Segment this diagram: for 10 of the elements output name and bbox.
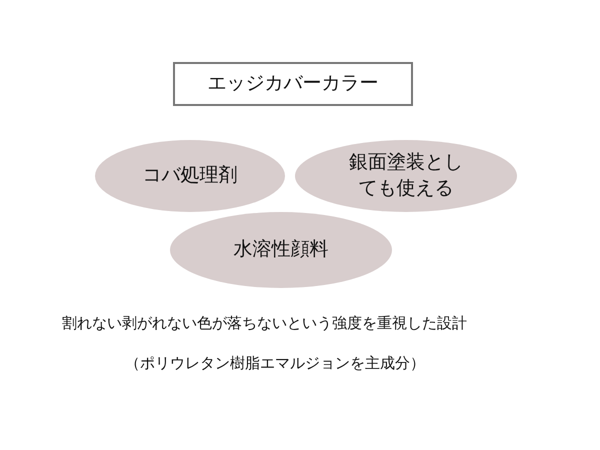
node-text: 銀面塗装としても使える xyxy=(348,150,464,201)
title-box xyxy=(173,62,413,106)
node-text: 水溶性顔料 xyxy=(234,237,328,262)
feature-ellipse xyxy=(95,140,285,212)
feature-ellipse xyxy=(170,212,392,288)
node-text: エッジカバーカラー xyxy=(208,71,378,96)
node-text: コバ処理剤 xyxy=(142,163,238,188)
note-text: 割れない剥がれない色が落ちないという強度を重視した設計 xyxy=(62,314,467,333)
note-text: （ポリウレタン樹脂エマルジョンを主成分） xyxy=(125,354,425,373)
feature-ellipse xyxy=(295,140,517,212)
